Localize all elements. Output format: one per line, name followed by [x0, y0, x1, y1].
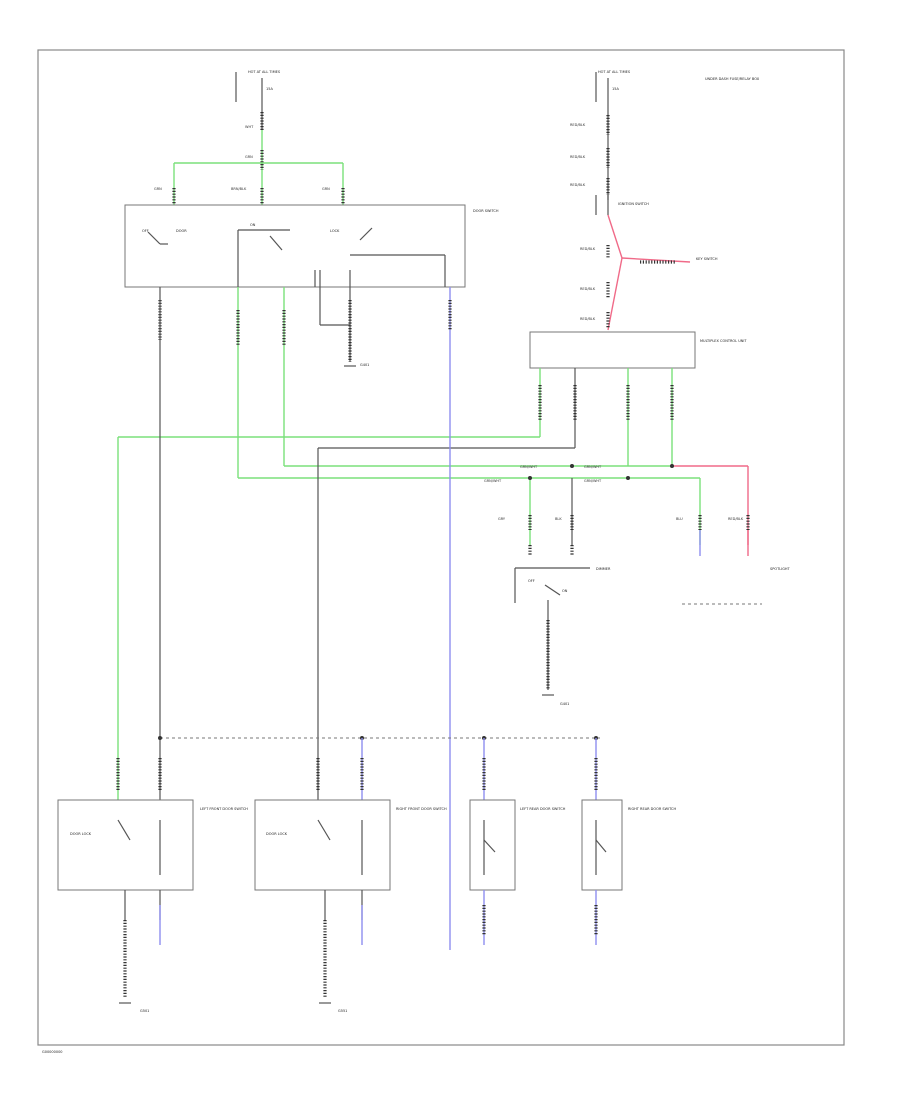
ground-label: G401	[360, 363, 369, 367]
wire-label: GRN	[322, 187, 330, 191]
wire-label: GRY	[498, 517, 506, 521]
wire-label: GRN/WHT	[484, 479, 502, 483]
right-fuse-label: 15A	[612, 87, 619, 91]
wire-label: RED/BLK	[728, 517, 744, 521]
wire-label: RED/BLK	[570, 155, 586, 159]
switch-lock-label: LOCK	[330, 229, 340, 233]
right-power-feed: HOT AT ALL TIMES 15A UNDER DASH FUSE/REL…	[570, 70, 760, 331]
dimmer-on-label: ON	[562, 589, 568, 593]
wire-label: GRN/WHT	[584, 465, 602, 469]
door-switch-box-label: DOOR SWITCH	[473, 209, 499, 213]
ignition-switch-label: IGNITION SWITCH	[618, 202, 649, 206]
switch-door-label: DOOR	[176, 229, 187, 233]
fl-door-label: LEFT FRONT DOOR SWITCH	[200, 807, 248, 811]
left-hot-label: HOT AT ALL TIMES	[248, 70, 281, 74]
switch-off-label: OFF	[142, 229, 149, 233]
dimmer-label: DIMMER	[596, 567, 611, 571]
ground-label: G501	[140, 1009, 149, 1013]
ground-g1: G401	[319, 270, 369, 367]
switch-on-label: ON	[250, 223, 256, 227]
fl-door-switch: DOOR LOCK LEFT FRONT DOOR SWITCH G501	[57, 799, 248, 1013]
rr-door-label: RIGHT REAR DOOR SWITCH	[628, 807, 676, 811]
wire-label: RED/BLK	[580, 317, 596, 321]
fr-door-label: RIGHT FRONT DOOR SWITCH	[396, 807, 447, 811]
bus-lines: GRN/WHT GRN/WHT GRN/WHT GRN/WHT	[158, 287, 749, 545]
wire-label: BRN/BLK	[231, 187, 247, 191]
key-switch-label: KEY SWITCH	[696, 257, 718, 261]
fl-lock-label: DOOR LOCK	[70, 832, 92, 836]
wire-label: RED/BLK	[580, 287, 596, 291]
wire-label: RED/BLK	[570, 123, 586, 127]
left-fuse-label: 15A	[266, 87, 273, 91]
footer-code: G00000000	[42, 1050, 63, 1054]
door-switch-box: OFF DOOR ON LOCK DOOR SWITCH	[124, 204, 499, 288]
splice-line	[158, 736, 600, 800]
wire-label: WHT	[245, 125, 254, 129]
control-unit-label: MULTIPLEX CONTROL UNIT	[700, 339, 747, 343]
fr-lock-label: DOOR LOCK	[266, 832, 288, 836]
dimmer-off-label: OFF	[528, 579, 535, 583]
wire-label: BLK	[555, 517, 562, 521]
control-unit-box: MULTIPLEX CONTROL UNIT	[529, 331, 747, 369]
wire-label: RED/BLK	[580, 247, 596, 251]
under-dash-fuse-label: UNDER DASH FUSE/RELAY BOX	[705, 77, 760, 81]
wire-label: RED/BLK	[570, 183, 586, 187]
rr-door-switch: RIGHT REAR DOOR SWITCH	[581, 799, 676, 945]
rl-door-switch: LEFT REAR DOOR SWITCH	[469, 799, 566, 945]
right-hot-label: HOT AT ALL TIMES	[598, 70, 631, 74]
fr-door-switch: DOOR LOCK RIGHT FRONT DOOR SWITCH G551	[254, 799, 447, 1013]
main-vertical-wires	[117, 287, 452, 950]
wire-label: GRN/WHT	[520, 465, 538, 469]
door-switch-connectors	[116, 758, 598, 790]
wire-label: BLU	[676, 517, 683, 521]
wire-label: GRN/WHT	[584, 479, 602, 483]
ground-label: G551	[338, 1009, 347, 1013]
control-unit-wires	[118, 368, 674, 466]
dimmer-block: DIMMER OFF ON G401 GRY BLK	[498, 515, 611, 706]
wire-label: GRN	[154, 187, 162, 191]
diagram-frame	[37, 49, 845, 1046]
lamp-label: SPOTLIGHT	[770, 567, 791, 571]
rl-door-label: LEFT REAR DOOR SWITCH	[520, 807, 566, 811]
wire-label: GRN	[245, 155, 253, 159]
ground-label: G401	[560, 702, 569, 706]
lamp-outputs: SPOTLIGHT BLU RED/BLK	[676, 515, 791, 605]
left-power-feed: HOT AT ALL TIMES 15A WHT GRN GRN BRN/BLK…	[154, 70, 345, 205]
